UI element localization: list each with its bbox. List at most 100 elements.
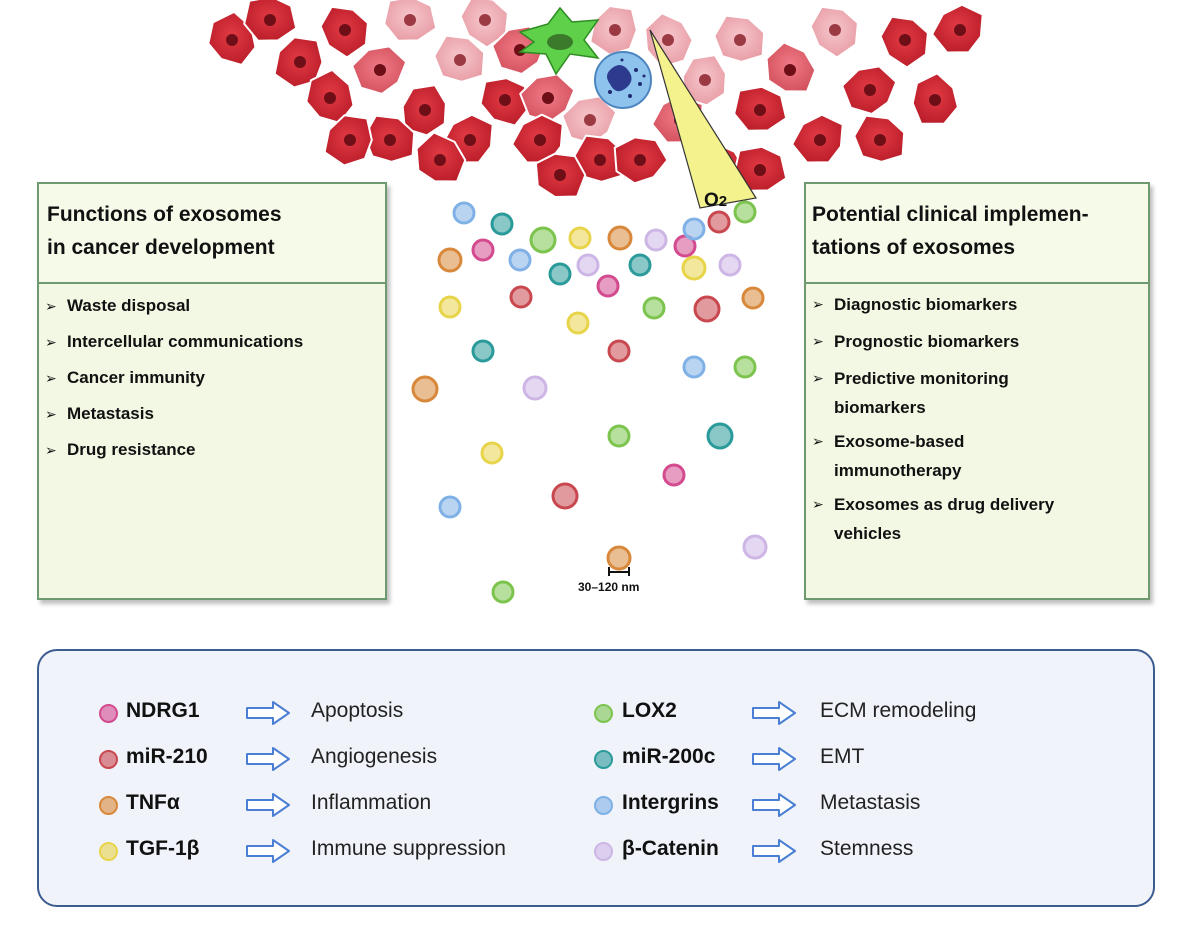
cell-nucleus (829, 24, 841, 36)
exosome-vesicle (551, 482, 579, 510)
legend-row: TGF-1β Immune suppression (39, 831, 1139, 871)
legend-swatch (594, 842, 613, 861)
exosome-vesicle (471, 339, 495, 363)
functions-title-line1: Functions of exosomes (47, 203, 282, 226)
list-item: ➢Intercellular communications (39, 324, 385, 360)
cell-nucleus (609, 24, 621, 36)
right-arrow-icon (752, 793, 796, 817)
exosome-vesicle (706, 422, 734, 450)
bullet-arrow-icon: ➢ (812, 370, 824, 386)
exosome-vesicle (606, 545, 632, 571)
legend-effect: ECM remodeling (820, 699, 977, 722)
functions-list: ➢Waste disposal ➢Intercellular communica… (39, 284, 385, 468)
list-item: ➢Diagnostic biomarkers (806, 286, 1148, 323)
exosome-vesicle (576, 253, 600, 277)
cell-nucleus (534, 134, 546, 146)
clinical-implementations-panel: Potential clinical implemen- tations of … (804, 182, 1150, 600)
exosome-vesicle (662, 463, 686, 487)
cell-nucleus (864, 84, 876, 96)
cell-nucleus (662, 34, 674, 46)
bullet-arrow-icon: ➢ (45, 298, 57, 314)
exosome-vesicle (438, 495, 462, 519)
exosome-vesicle (628, 253, 652, 277)
cell-nucleus (634, 154, 646, 166)
exosome-vesicle (742, 534, 768, 560)
exosome-vesicle (596, 274, 620, 298)
exosome-vesicle (644, 228, 668, 252)
exosome-vesicle (607, 339, 631, 363)
right-arrow-icon (752, 747, 796, 771)
legend-molecule: miR-200c (622, 745, 716, 768)
cell-nucleus (699, 74, 711, 86)
exosome-field (411, 200, 768, 604)
right-arrow-icon (246, 793, 290, 817)
cell-nucleus (784, 64, 796, 76)
cell-nucleus (514, 44, 526, 56)
exosome-vesicle (642, 296, 666, 320)
scale-label: 30–120 nm (578, 580, 640, 594)
exosome-vesicle (718, 253, 742, 277)
clinical-list: ➢Diagnostic biomarkers ➢Prognostic bioma… (806, 284, 1148, 549)
bullet-arrow-icon: ➢ (45, 406, 57, 422)
bullet-arrow-icon: ➢ (45, 442, 57, 458)
cell-nucleus (954, 24, 966, 36)
legend-effect: Apoptosis (311, 699, 404, 722)
exosome-vesicle (411, 375, 439, 403)
cell-nucleus (324, 92, 336, 104)
bullet-arrow-icon: ➢ (812, 433, 824, 449)
legend-swatch (594, 750, 613, 769)
cell-nucleus (434, 154, 446, 166)
cell-nucleus (814, 134, 826, 146)
legend-molecule: Intergrins (622, 791, 719, 814)
legend-effect: Immune suppression (311, 837, 506, 860)
cell-nucleus (479, 14, 491, 26)
legend-molecule: TGF-1β (126, 837, 200, 860)
cell-nucleus (454, 54, 466, 66)
exosome-vesicle (682, 217, 706, 241)
cell-nucleus (542, 92, 554, 104)
legend-molecule: miR-210 (126, 745, 208, 768)
exosome-vesicle (733, 355, 757, 379)
right-arrow-icon (246, 839, 290, 863)
list-item: ➢Prognostic biomarkers (806, 323, 1148, 360)
cell-nucleus (226, 34, 238, 46)
list-item: ➢Metastasis (39, 396, 385, 432)
cell-nucleus (899, 34, 911, 46)
legend-molecule: NDRG1 (126, 699, 200, 722)
exosome-vesicle (508, 248, 532, 272)
exosome-vesicle (707, 210, 731, 234)
bullet-arrow-icon: ➢ (812, 296, 824, 312)
cell-nucleus (734, 34, 746, 46)
right-arrow-icon (752, 701, 796, 725)
exosome-vesicle (566, 311, 590, 335)
legend-swatch (99, 750, 118, 769)
cell-nucleus (294, 56, 306, 68)
list-item: ➢Waste disposal (39, 288, 385, 324)
exosome-vesicle (490, 212, 514, 236)
right-arrow-icon (752, 839, 796, 863)
oxygen-label: O2 (704, 190, 727, 210)
cell-nucleus (594, 154, 606, 166)
clinical-title-line1: Potential clinical implemen- (812, 203, 1089, 226)
immune-cell (594, 51, 652, 109)
cell-nucleus (374, 64, 386, 76)
tumor-cell-mass: O2 (207, 0, 984, 210)
scale-bar (608, 567, 630, 576)
list-item: ➢Drug resistance (39, 432, 385, 468)
exosome-vesicle (548, 262, 572, 286)
exosome-vesicle (568, 226, 592, 250)
legend-effect: Inflammation (311, 791, 432, 814)
exosome-vesicle (509, 285, 533, 309)
cell-nucleus (464, 134, 476, 146)
exosome-vesicle (529, 226, 557, 254)
cell-nucleus (404, 14, 416, 26)
legend-effect: Stemness (820, 837, 914, 860)
bullet-arrow-icon: ➢ (812, 496, 824, 512)
legend-swatch (99, 704, 118, 723)
exosome-vesicle (682, 355, 706, 379)
legend-swatch (594, 796, 613, 815)
